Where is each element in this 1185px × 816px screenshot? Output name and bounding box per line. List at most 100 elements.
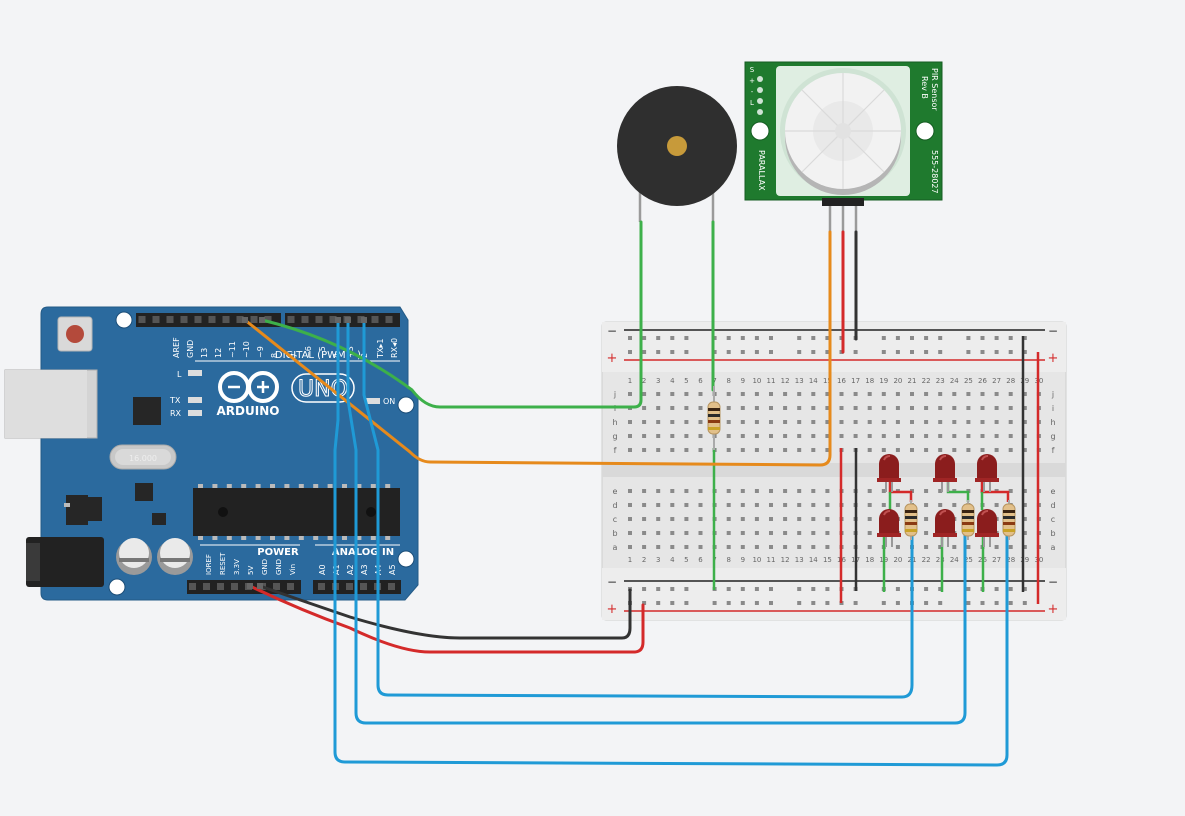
column-number-top: 28 — [1006, 377, 1015, 385]
wire-led-2 — [346, 318, 967, 725]
column-number-bottom: 11 — [767, 556, 776, 564]
column-number-bottom: 24 — [950, 556, 959, 564]
led-rx-label: RX — [170, 409, 182, 418]
wire-end — [242, 317, 248, 323]
digital-header[interactable] — [136, 313, 400, 327]
analog-pin-label: A0 — [318, 564, 327, 575]
resistor[interactable] — [904, 500, 918, 540]
wire-led-3 — [333, 318, 1009, 767]
led-tx-label: TX — [169, 396, 181, 405]
pir-pin-label: - — [751, 88, 754, 96]
red-led[interactable] — [877, 454, 901, 492]
row-letter: h — [1050, 418, 1055, 427]
row-letter: c — [1051, 515, 1055, 524]
wire-end — [361, 317, 367, 323]
column-number-top: 27 — [992, 377, 1001, 385]
column-number-bottom: 22 — [922, 556, 931, 564]
red-led[interactable] — [975, 509, 999, 547]
column-number-top: 10 — [752, 377, 761, 385]
column-number-bottom: 5 — [684, 556, 688, 564]
column-number-top: 2 — [642, 377, 646, 385]
wire-pir-signal — [243, 230, 832, 467]
red-leds[interactable] — [877, 454, 999, 547]
row-letter: g — [1050, 432, 1055, 441]
digital-header-label: DIGITAL (PWM ~) — [275, 350, 361, 361]
resistor[interactable] — [1002, 500, 1016, 540]
arduino-uno-board[interactable]: 16.000 ARDUINO UNO L — [4, 306, 419, 601]
row-letter: e — [1051, 487, 1056, 496]
atmega-chip — [193, 484, 400, 540]
row-letter: f — [1052, 446, 1055, 455]
digital-pin-label: 7 — [290, 353, 299, 358]
pir-pin-dot — [757, 98, 763, 104]
column-number-top: 23 — [936, 377, 945, 385]
power-pin-label: Vin — [289, 564, 297, 575]
digital-pin-label: ~9 — [256, 346, 265, 358]
row-letter: d — [612, 501, 617, 510]
power-pin-label: 3.3V — [233, 559, 241, 575]
column-number-top: 26 — [978, 377, 987, 385]
column-number-top: 24 — [950, 377, 959, 385]
wires[interactable] — [243, 220, 1009, 767]
power-pin-label: GND — [275, 559, 283, 575]
column-number-bottom: 20 — [893, 556, 902, 564]
column-number-bottom: 15 — [823, 556, 832, 564]
digital-pin-label: AREF — [172, 337, 181, 358]
column-number-bottom: 29 — [1020, 556, 1029, 564]
red-led[interactable] — [933, 454, 957, 492]
digital-pin-label: 8 — [270, 353, 279, 358]
column-number-top: 17 — [851, 377, 860, 385]
voltage-regulator — [66, 495, 88, 525]
power-pin-label: GND — [261, 559, 269, 575]
wire-end — [257, 583, 263, 589]
row-letter: f — [614, 446, 617, 455]
column-number-top: 9 — [741, 377, 745, 385]
wire-buzzer-signal — [260, 220, 643, 409]
red-led[interactable] — [933, 509, 957, 547]
column-number-top: 18 — [865, 377, 874, 385]
column-number-top: 20 — [893, 377, 902, 385]
rail-minus-top-left: − — [607, 324, 617, 338]
pir-pin-label: + — [749, 77, 755, 85]
row-letter: e — [613, 487, 618, 496]
row-letter: h — [612, 418, 617, 427]
resistor[interactable] — [961, 500, 975, 540]
column-number-bottom: 4 — [670, 556, 675, 564]
arduino-logo — [218, 371, 279, 403]
power-pin-label: 5V — [247, 566, 255, 575]
rail-plus-top-left: + — [607, 351, 618, 366]
piezo-buzzer[interactable] — [617, 86, 737, 222]
power-jack — [26, 537, 104, 587]
svg-text:UNO: UNO — [298, 377, 348, 402]
row-letter: c — [613, 515, 617, 524]
row-letter: b — [1050, 529, 1055, 538]
column-number-top: 15 — [823, 377, 832, 385]
column-number-bottom: 13 — [795, 556, 804, 564]
pir-pin-label: L — [750, 99, 754, 107]
pir-pin-dot — [757, 87, 763, 93]
digital-pin-label: TX▸1 — [376, 339, 385, 359]
power-header[interactable] — [187, 580, 301, 594]
wire-end — [259, 317, 265, 323]
resistors[interactable] — [707, 386, 1016, 540]
red-led[interactable] — [975, 454, 999, 492]
digital-pin-label: 13 — [200, 348, 209, 358]
row-letter: j — [613, 390, 616, 399]
rail-plus-top-right: + — [1048, 351, 1059, 366]
reset-button[interactable] — [57, 316, 93, 352]
column-number-top: 6 — [698, 377, 703, 385]
usb-port — [4, 369, 98, 439]
pir-pin-label: S — [750, 66, 755, 74]
red-led[interactable] — [877, 509, 901, 547]
analog-pin-label: A3 — [360, 564, 369, 575]
pir-sensor[interactable]: S+-L PARALLAX PIR Sensor Rev B 555-28027 — [744, 61, 943, 232]
resistor[interactable] — [707, 386, 721, 450]
row-letter: g — [612, 432, 617, 441]
column-number-top: 11 — [767, 377, 776, 385]
rail-minus-bottom-left: − — [607, 575, 617, 589]
digital-pin-label: GND — [186, 340, 195, 358]
wire-led-1 — [362, 318, 914, 699]
digital-pin-label: ~10 — [242, 341, 251, 358]
